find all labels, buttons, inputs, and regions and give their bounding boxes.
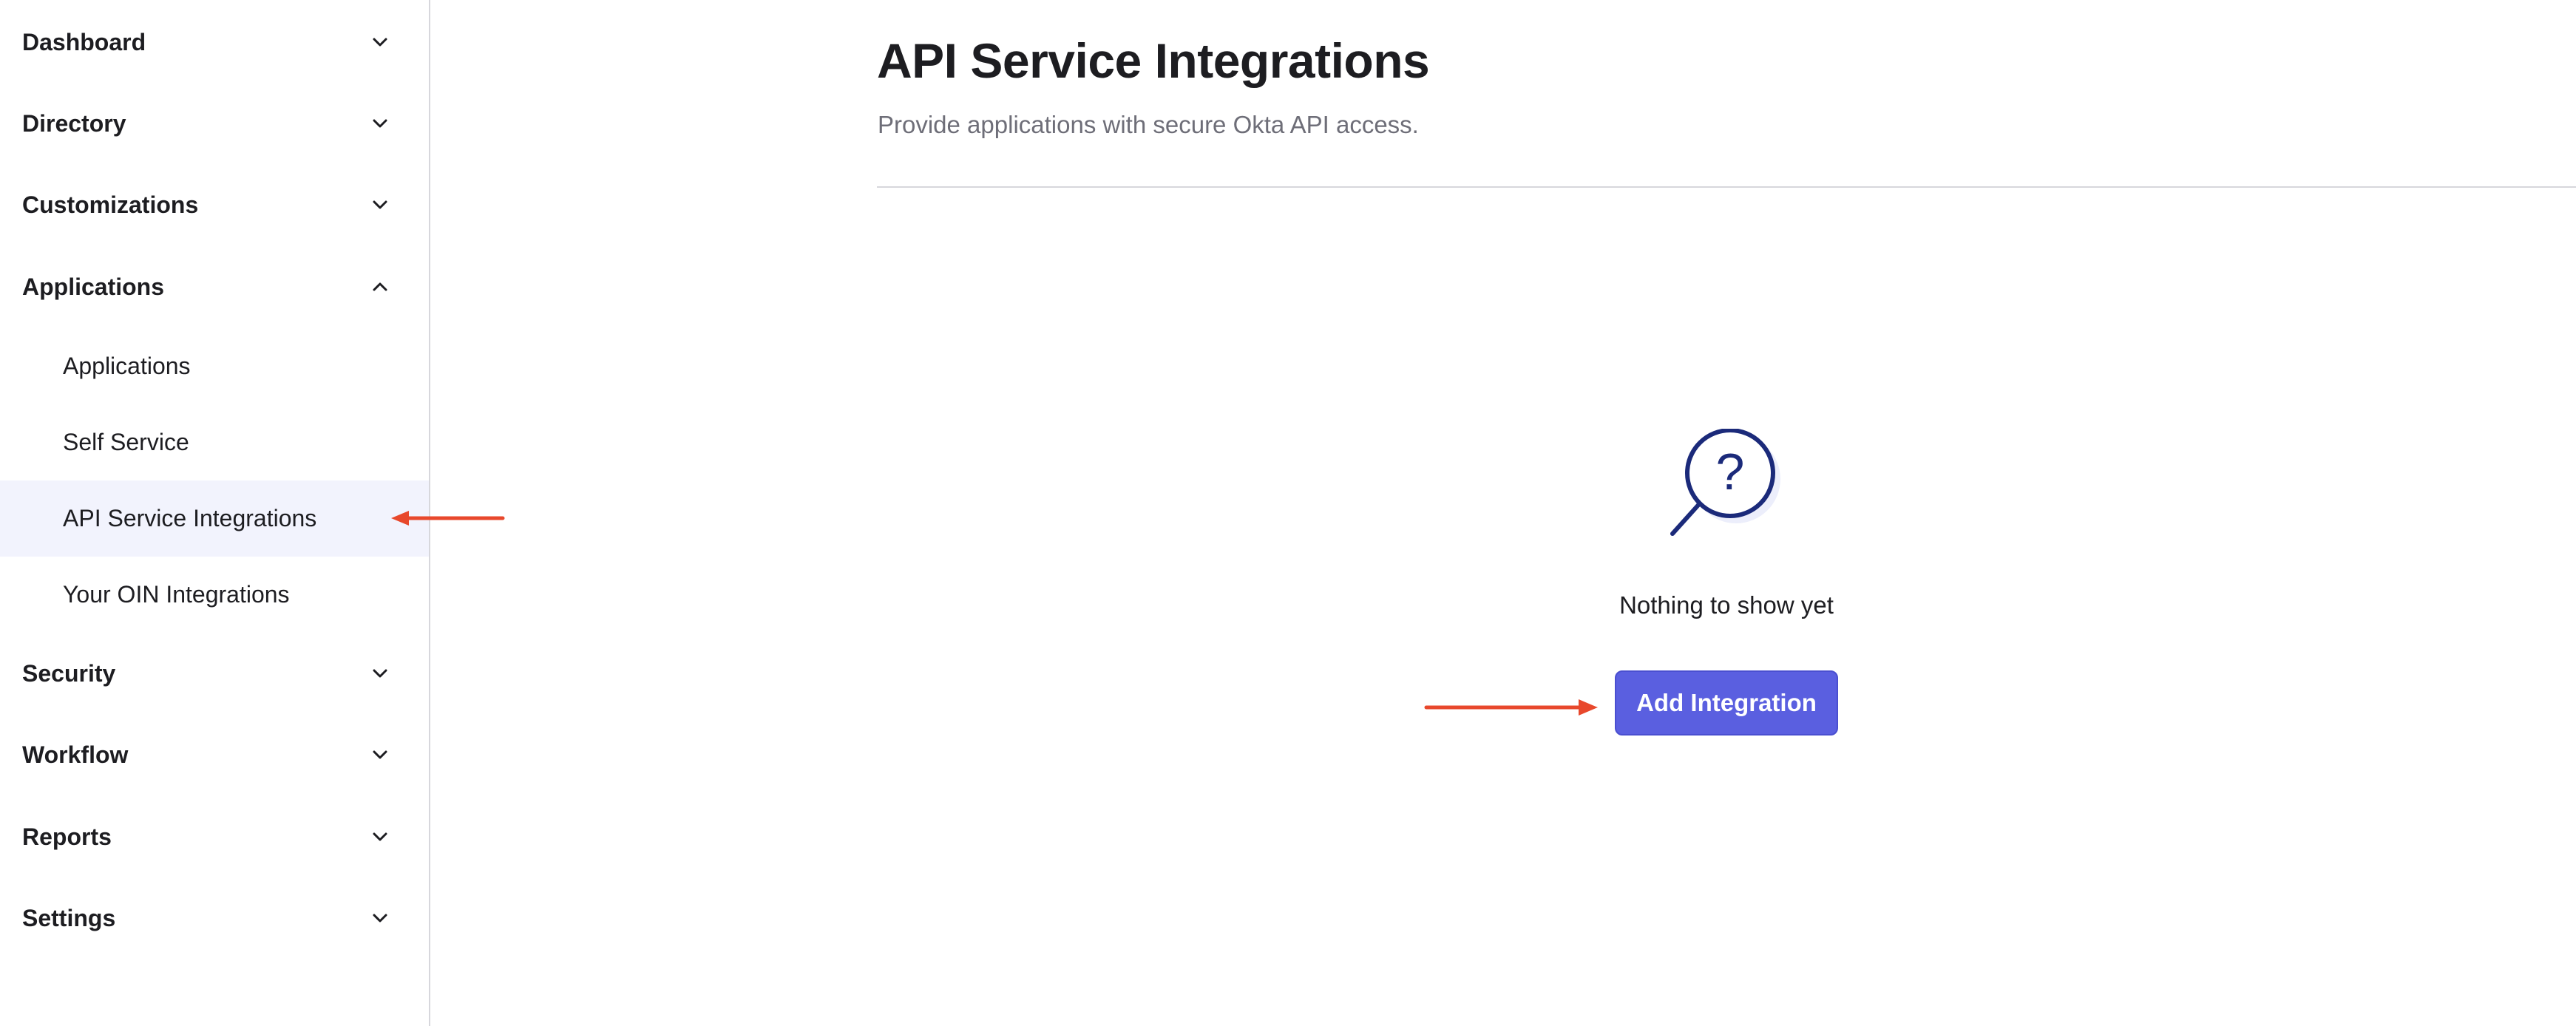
sidebar-item-label: Self Service (63, 429, 189, 455)
nav-group-customizations[interactable]: Customizations (0, 171, 429, 238)
chevron-down-icon (373, 119, 387, 128)
chevron-down-icon (373, 200, 387, 209)
page-title: API Service Integrations (877, 33, 1430, 88)
sidebar-item-applications[interactable]: Applications (0, 328, 429, 404)
chevron-down-icon (373, 38, 387, 47)
svg-text:?: ? (1716, 443, 1745, 500)
page-subtitle: Provide applications with secure Okta AP… (878, 111, 1419, 138)
sidebar-item-your-oin-integrations[interactable]: Your OIN Integrations (0, 557, 429, 633)
sidebar-item-self-service[interactable]: Self Service (0, 404, 429, 480)
nav-group-label: Reports (22, 823, 112, 850)
nav-group-directory[interactable]: Directory (0, 90, 429, 157)
nav-group-dashboard[interactable]: Dashboard (0, 9, 429, 75)
sidebar-item-label: Applications (63, 353, 191, 379)
nav-group-applications[interactable]: Applications (0, 254, 429, 320)
nav-group-settings[interactable]: Settings (0, 885, 429, 951)
nav-group-reports[interactable]: Reports (0, 804, 429, 870)
nav-group-label: Workflow (22, 741, 129, 768)
nav-group-label: Dashboard (22, 28, 146, 55)
divider (877, 186, 2576, 188)
chevron-down-icon (373, 832, 387, 841)
sidebar-item-label: API Service Integrations (63, 505, 317, 531)
nav-group-label: Settings (22, 904, 116, 931)
chevron-up-icon (373, 282, 387, 291)
magnifier-question-icon: ? (1670, 429, 1780, 536)
annotation-arrow-left-icon (391, 511, 505, 526)
chevron-down-icon (373, 669, 387, 678)
nav-group-label: Directory (22, 109, 126, 137)
sidebar: Dashboard Directory Customizations Appli… (0, 0, 430, 1026)
annotation-arrow-right-icon (1424, 699, 1598, 716)
add-integration-button[interactable]: Add Integration (1615, 670, 1838, 735)
empty-state-message: Nothing to show yet (1619, 591, 1834, 619)
nav-group-workflow[interactable]: Workflow (0, 721, 429, 788)
nav-group-label: Security (22, 659, 116, 687)
chevron-down-icon (373, 750, 387, 759)
nav-group-label: Applications (22, 273, 165, 300)
sidebar-item-api-service-integrations[interactable]: API Service Integrations (0, 480, 429, 557)
nav-group-label: Customizations (22, 191, 199, 218)
nav-group-security[interactable]: Security (0, 640, 429, 707)
sidebar-item-label: Your OIN Integrations (63, 581, 290, 608)
chevron-down-icon (373, 914, 387, 923)
